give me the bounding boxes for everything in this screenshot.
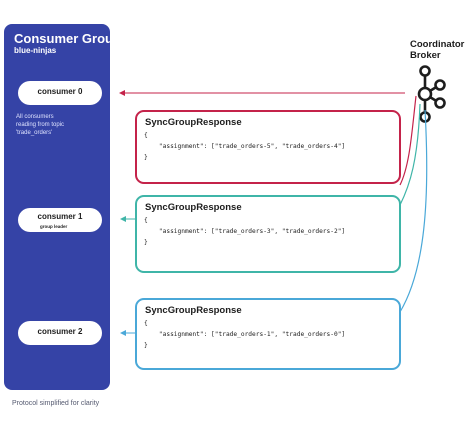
response-title: SyncGroupResponse [145, 305, 242, 316]
code-line: } [144, 342, 148, 349]
consumer-0: consumer 0 [18, 81, 102, 105]
coordinator-title-line: Coordinator [410, 39, 465, 50]
connector-blue [399, 109, 428, 313]
sync-group-response-consumer-2: SyncGroupResponse { "assignment": ["trad… [135, 298, 401, 370]
response-code: { "assignment": ["trade_orders-3", "trad… [144, 215, 345, 248]
group-leader-label: group leader [40, 224, 68, 229]
sync-group-response-consumer-1: SyncGroupResponse { "assignment": ["trad… [135, 195, 401, 273]
consumer-group-name: blue-ninjas [14, 46, 57, 55]
consumer-0-label: consumer 0 [37, 87, 83, 96]
consumer-group-description: All consumers reading from topic 'trade_… [16, 113, 106, 137]
description-line: 'trade_orders' [16, 130, 53, 136]
code-line: "assignment": ["trade_orders-1", "trade_… [144, 331, 346, 338]
response-code: { "assignment": ["trade_orders-5", "trad… [144, 130, 345, 163]
connector-red [399, 95, 417, 186]
code-line: "assignment": ["trade_orders-3", "trade_… [144, 228, 346, 235]
code-line: } [144, 154, 148, 161]
footnote: Protocol simplified for clarity [12, 400, 100, 407]
description-line: reading from topic [16, 122, 65, 128]
coordinator-broker-label: Coordinator Broker [410, 39, 464, 61]
code-line: { [144, 132, 148, 139]
sync-group-response-consumer-0: SyncGroupResponse { "assignment": ["trad… [135, 110, 401, 184]
consumer-group-title: Consumer Group [14, 31, 121, 46]
code-line: } [144, 239, 148, 246]
code-line: { [144, 320, 148, 327]
code-line: { [144, 217, 148, 224]
response-code: { "assignment": ["trade_orders-1", "trad… [144, 318, 345, 351]
consumer-2: consumer 2 [18, 321, 102, 345]
coordinator-title-line: Broker [410, 50, 441, 61]
consumer-1: consumer 1 group leader [18, 208, 102, 232]
consumer-2-label: consumer 2 [37, 327, 83, 336]
code-line: "assignment": ["trade_orders-5", "trade_… [144, 143, 346, 150]
connector-teal [399, 103, 421, 206]
consumer-1-label: consumer 1 [37, 212, 83, 221]
description-line: All consumers [16, 114, 54, 120]
response-title: SyncGroupResponse [145, 202, 242, 213]
response-title: SyncGroupResponse [145, 117, 242, 128]
